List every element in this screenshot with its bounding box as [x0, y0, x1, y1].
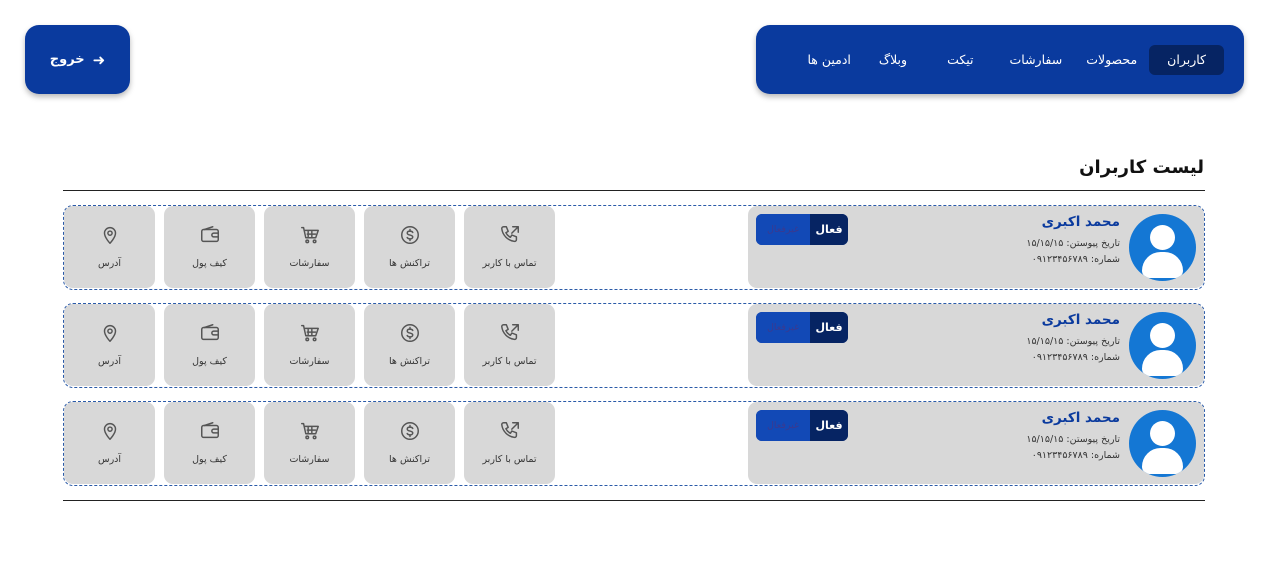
phone-call-icon: [499, 224, 521, 250]
status-active-option[interactable]: فعال: [810, 214, 848, 245]
action-label: آدرس: [97, 258, 122, 269]
location-pin-icon: [99, 322, 121, 348]
action-label: تراکنش ها: [389, 454, 430, 465]
page-title: لیست کاربران: [1079, 157, 1204, 178]
action-cart-button[interactable]: سفارشات: [264, 402, 355, 484]
action-label: کیف پول: [192, 356, 227, 367]
action-label: تماس با کاربر: [482, 356, 537, 367]
avatar-icon: [1129, 410, 1196, 477]
user-join-date: تاریخ پیوستن: ۱۵/۱۵/۱۵: [1026, 336, 1120, 347]
status-toggle[interactable]: غیرفعال فعال: [756, 214, 848, 245]
action-phone-call-button[interactable]: تماس با کاربر: [464, 206, 555, 288]
user-name: محمد اکبری: [1041, 410, 1120, 426]
user-join-date: تاریخ پیوستن: ۱۵/۱۵/۱۵: [1026, 238, 1120, 249]
status-active-option[interactable]: فعال: [810, 410, 848, 441]
action-cart-button[interactable]: سفارشات: [264, 206, 355, 288]
action-phone-call-button[interactable]: تماس با کاربر: [464, 304, 555, 386]
action-dollar-circle-button[interactable]: تراکنش ها: [364, 304, 455, 386]
user-row: آدرس کیف پول سفارشات تراکنش ها تماس با ک…: [63, 401, 1205, 486]
action-label: سفارشات: [289, 258, 330, 269]
wallet-icon: [199, 420, 221, 446]
action-wallet-button[interactable]: کیف پول: [164, 206, 255, 288]
action-dollar-circle-button[interactable]: تراکنش ها: [364, 206, 455, 288]
divider-bottom: [63, 500, 1205, 501]
location-pin-icon: [99, 420, 121, 446]
user-join-date: تاریخ پیوستن: ۱۵/۱۵/۱۵: [1026, 434, 1120, 445]
location-pin-icon: [99, 224, 121, 250]
action-wallet-button[interactable]: کیف پول: [164, 304, 255, 386]
user-card: محمد اکبری تاریخ پیوستن: ۱۵/۱۵/۱۵ شماره:…: [748, 304, 1204, 386]
action-cart-button[interactable]: سفارشات: [264, 304, 355, 386]
nav-item-products[interactable]: محصولات: [1086, 52, 1138, 67]
action-phone-call-button[interactable]: تماس با کاربر: [464, 402, 555, 484]
action-label: تراکنش ها: [389, 356, 430, 367]
avatar-icon: [1129, 214, 1196, 281]
user-name: محمد اکبری: [1041, 312, 1120, 328]
cart-icon: [299, 224, 321, 250]
arrow-right-icon: ➜: [92, 50, 106, 69]
cart-icon: [299, 420, 321, 446]
user-card: محمد اکبری تاریخ پیوستن: ۱۵/۱۵/۱۵ شماره:…: [748, 402, 1204, 484]
user-phone: شماره: ۰۹۱۲۳۴۵۶۷۸۹: [1031, 450, 1120, 461]
action-label: تماس با کاربر: [482, 258, 537, 269]
user-actions: آدرس کیف پول سفارشات تراکنش ها تماس با ک…: [64, 304, 555, 386]
user-name: محمد اکبری: [1041, 214, 1120, 230]
action-label: تماس با کاربر: [482, 454, 537, 465]
dollar-circle-icon: [399, 322, 421, 348]
phone-call-icon: [499, 322, 521, 348]
user-phone: شماره: ۰۹۱۲۳۴۵۶۷۸۹: [1031, 352, 1120, 363]
user-card: محمد اکبری تاریخ پیوستن: ۱۵/۱۵/۱۵ شماره:…: [748, 206, 1204, 288]
logout-label: خروج: [49, 52, 85, 67]
status-inactive-option[interactable]: غیرفعال: [756, 312, 810, 343]
action-dollar-circle-button[interactable]: تراکنش ها: [364, 402, 455, 484]
action-location-pin-button[interactable]: آدرس: [64, 206, 155, 288]
status-toggle[interactable]: غیرفعال فعال: [756, 410, 848, 441]
user-actions: آدرس کیف پول سفارشات تراکنش ها تماس با ک…: [64, 206, 555, 288]
action-location-pin-button[interactable]: آدرس: [64, 304, 155, 386]
status-toggle[interactable]: غیرفعال فعال: [756, 312, 848, 343]
dollar-circle-icon: [399, 224, 421, 250]
action-label: آدرس: [97, 454, 122, 465]
action-location-pin-button[interactable]: آدرس: [64, 402, 155, 484]
nav-item-users[interactable]: کاربران: [1149, 44, 1224, 75]
logout-button[interactable]: خروج ➜: [25, 25, 130, 94]
main-nav: کاربران محصولات سفارشات تیکت وبلاگ ادمین…: [756, 25, 1244, 94]
status-inactive-option[interactable]: غیرفعال: [756, 410, 810, 441]
status-inactive-option[interactable]: غیرفعال: [756, 214, 810, 245]
nav-item-admins[interactable]: ادمین ها: [807, 52, 851, 67]
user-row: آدرس کیف پول سفارشات تراکنش ها تماس با ک…: [63, 303, 1205, 388]
dollar-circle-icon: [399, 420, 421, 446]
action-label: آدرس: [97, 356, 122, 367]
user-phone: شماره: ۰۹۱۲۳۴۵۶۷۸۹: [1031, 254, 1120, 265]
action-label: کیف پول: [192, 258, 227, 269]
avatar-icon: [1129, 312, 1196, 379]
action-label: سفارشات: [289, 454, 330, 465]
user-actions: آدرس کیف پول سفارشات تراکنش ها تماس با ک…: [64, 402, 555, 484]
nav-item-orders[interactable]: سفارشات: [1009, 52, 1063, 67]
nav-item-tickets[interactable]: تیکت: [947, 52, 974, 67]
action-label: سفارشات: [289, 356, 330, 367]
action-label: کیف پول: [192, 454, 227, 465]
divider-top: [63, 190, 1205, 191]
wallet-icon: [199, 322, 221, 348]
action-wallet-button[interactable]: کیف پول: [164, 402, 255, 484]
phone-call-icon: [499, 420, 521, 446]
wallet-icon: [199, 224, 221, 250]
nav-item-blog[interactable]: وبلاگ: [878, 52, 908, 67]
status-active-option[interactable]: فعال: [810, 312, 848, 343]
cart-icon: [299, 322, 321, 348]
user-row: آدرس کیف پول سفارشات تراکنش ها تماس با ک…: [63, 205, 1205, 290]
action-label: تراکنش ها: [389, 258, 430, 269]
